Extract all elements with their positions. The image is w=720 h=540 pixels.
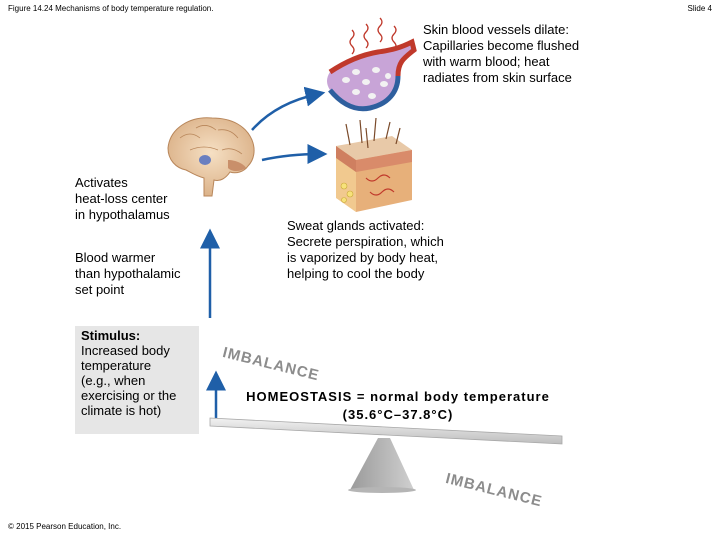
homeostasis-line2: (35.6°C–37.8°C)	[342, 407, 454, 422]
blood-warmer-caption: Blood warmer than hypothalamic set point	[75, 250, 181, 297]
brain-icon	[167, 117, 255, 197]
activates-caption: Activates heat-loss center in hypothalam…	[75, 175, 170, 222]
seesaw-beam	[209, 417, 563, 445]
arrow-to-sweat-glands	[261, 144, 328, 165]
copyright: © 2015 Pearson Education, Inc.	[8, 522, 122, 531]
stimulus-body: Increased body temperature (e.g., when e…	[81, 343, 177, 418]
sweat-glands-caption: Sweat glands activated: Secrete perspira…	[287, 218, 444, 281]
homeostasis-label: HOMEOSTASIS = normal body temperature (3…	[228, 388, 568, 424]
skin-vessels-caption: Skin blood vessels dilate: Capillaries b…	[423, 22, 580, 85]
blood-vessel-icon	[327, 38, 417, 112]
slide-number: Slide 4	[687, 4, 712, 13]
seesaw-fulcrum	[350, 438, 414, 490]
stimulus-box: Stimulus: Increased body temperature (e.…	[75, 326, 199, 434]
homeostasis-line1: HOMEOSTASIS = normal body temperature	[246, 389, 550, 404]
skin-section-icon	[336, 117, 412, 212]
figure-title: Figure 14.24 Mechanisms of body temperat…	[8, 4, 214, 13]
arrow-to-vessels	[251, 86, 326, 131]
stimulus-title: Stimulus:	[81, 328, 141, 343]
